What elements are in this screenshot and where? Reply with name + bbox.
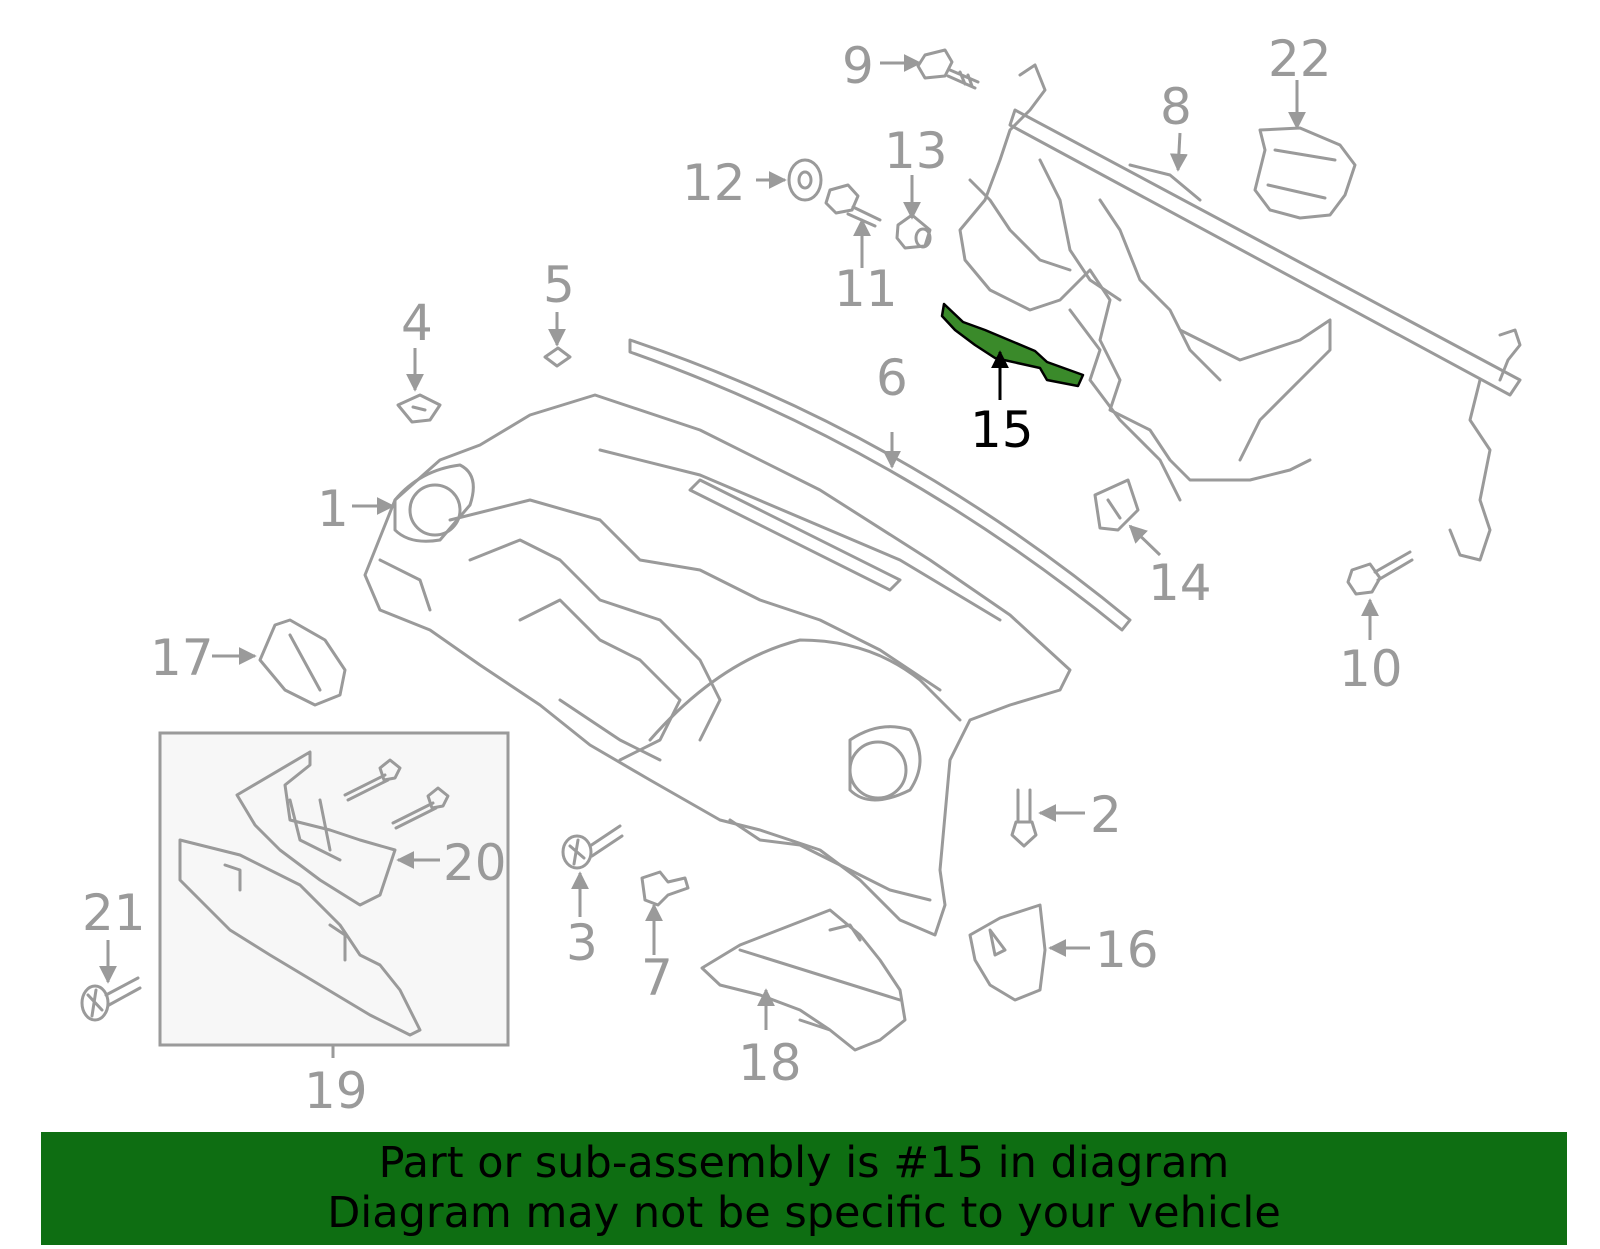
spacer-part-13 (895, 213, 932, 250)
callout-7: 7 (641, 949, 673, 1007)
cover-part-17 (258, 618, 347, 707)
highlighted-bracket-part-15 (940, 302, 1085, 388)
clip-part-5 (543, 346, 572, 368)
glove-box-assembly-part-20 (235, 750, 450, 907)
cross-car-beam-part-8 (958, 63, 1522, 562)
callout-9: 9 (842, 37, 874, 95)
callout-4: 4 (401, 294, 433, 352)
washer-part-12 (787, 158, 823, 202)
callout-22: 22 (1268, 30, 1332, 88)
info-banner: Part or sub-assembly is #15 in diagram D… (41, 1132, 1567, 1245)
callout-17: 17 (150, 629, 214, 687)
callout-5: 5 (543, 256, 575, 314)
bracket-part-14 (1093, 478, 1140, 532)
callout-3: 3 (566, 914, 598, 972)
banner-line-2: Diagram may not be specific to your vehi… (327, 1188, 1281, 1238)
bolt-part-11 (824, 183, 882, 228)
callout-20: 20 (443, 834, 507, 892)
module-part-22 (1253, 126, 1357, 220)
callout-14: 14 (1148, 554, 1212, 612)
defroster-strip-part-6 (628, 338, 1132, 632)
callout-10: 10 (1339, 640, 1403, 698)
screw-part-3 (561, 824, 624, 870)
callout-18: 18 (738, 1034, 802, 1092)
callout-8: 8 (1160, 78, 1192, 136)
clip-part-7 (640, 870, 690, 907)
callout-6: 6 (876, 349, 908, 407)
callout-2: 2 (1090, 786, 1122, 844)
bolt-part-2 (1010, 788, 1038, 848)
callout-21: 21 (82, 884, 146, 942)
banner-line-1: Part or sub-assembly is #15 in diagram (378, 1138, 1230, 1188)
callout-15: 15 (970, 401, 1034, 459)
bolt-part-10 (1346, 550, 1414, 596)
instrument-panel-part-1 (363, 393, 1072, 937)
leader-lines (99, 54, 1379, 1058)
callout-16: 16 (1095, 921, 1159, 979)
reinforcement-part-19 (178, 838, 422, 1037)
cover-part-16 (968, 903, 1047, 1002)
callout-19: 19 (304, 1062, 368, 1120)
callout-12: 12 (682, 154, 746, 212)
callout-11: 11 (834, 260, 898, 318)
glove-box-part-18 (700, 908, 907, 1052)
screw-part-21 (80, 976, 142, 1022)
bolt-part-9 (916, 48, 980, 90)
callout-1: 1 (317, 480, 349, 538)
callout-13: 13 (884, 122, 948, 180)
clip-part-4 (396, 393, 442, 424)
